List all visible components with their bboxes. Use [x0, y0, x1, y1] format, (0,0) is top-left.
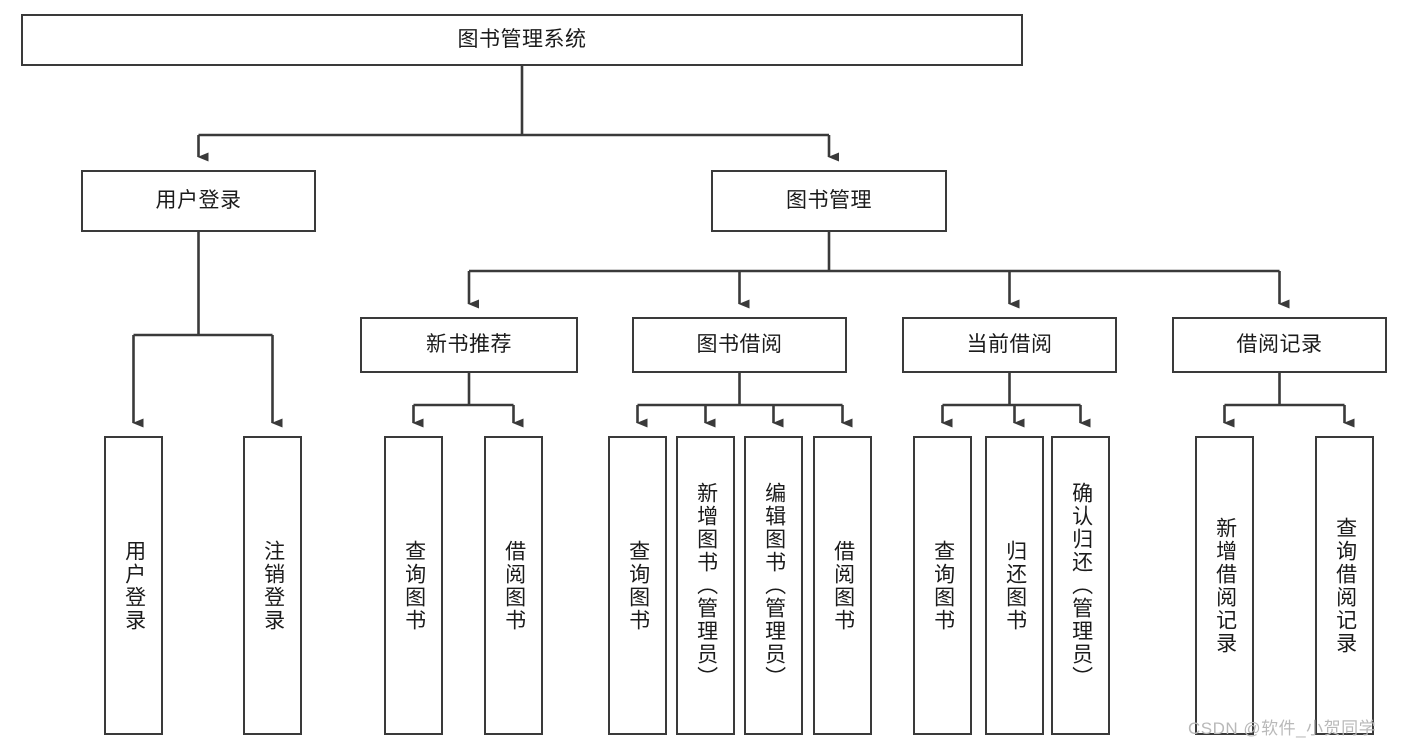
node-label: 借阅图书 [502, 539, 526, 632]
node-label: 当前借阅 [966, 332, 1053, 356]
node-label: 新书推荐 [426, 332, 512, 356]
node-leaf-edit-book-admin[interactable]: 编辑图书（管理员） [744, 436, 803, 735]
watermark-text: CSDN @软件_小贺同学 [1188, 719, 1377, 738]
node-label: 图书管理 [786, 188, 872, 212]
node-label: 用户登录 [122, 539, 146, 632]
node-label: 图书管理系统 [457, 27, 587, 51]
node-root-system[interactable]: 图书管理系统 [21, 14, 1023, 66]
node-leaf-borrow-book-2[interactable]: 借阅图书 [813, 436, 872, 735]
node-label: 查询借阅记录 [1333, 516, 1357, 655]
node-current-borrow[interactable]: 当前借阅 [902, 317, 1117, 373]
node-leaf-query-borrow-record[interactable]: 查询借阅记录 [1315, 436, 1374, 735]
node-borrow-record[interactable]: 借阅记录 [1172, 317, 1387, 373]
node-leaf-query-book-1[interactable]: 查询图书 [384, 436, 443, 735]
node-label: 确认归还（管理员） [1069, 482, 1093, 689]
node-label: 查询图书 [931, 539, 955, 632]
node-label: 归还图书 [1003, 539, 1027, 632]
node-leaf-confirm-return-admin[interactable]: 确认归还（管理员） [1051, 436, 1110, 735]
node-label: 借阅图书 [831, 539, 855, 632]
node-user-login[interactable]: 用户登录 [81, 170, 316, 232]
node-leaf-return-book[interactable]: 归还图书 [985, 436, 1044, 735]
node-book-management[interactable]: 图书管理 [711, 170, 947, 232]
node-label: 用户登录 [155, 188, 242, 212]
node-label: 借阅记录 [1236, 332, 1323, 356]
node-label: 新增借阅记录 [1213, 516, 1237, 655]
node-leaf-user-login[interactable]: 用户登录 [104, 436, 163, 735]
node-leaf-user-logout[interactable]: 注销登录 [243, 436, 302, 735]
node-new-book-recommend[interactable]: 新书推荐 [360, 317, 578, 373]
node-label: 查询图书 [402, 539, 426, 632]
node-label: 图书借阅 [696, 332, 783, 356]
node-leaf-query-book-2[interactable]: 查询图书 [608, 436, 667, 735]
node-label: 编辑图书（管理员） [762, 482, 786, 689]
node-leaf-add-book-admin[interactable]: 新增图书（管理员） [676, 436, 735, 735]
node-leaf-borrow-book-1[interactable]: 借阅图书 [484, 436, 543, 735]
node-label: 查询图书 [626, 539, 650, 632]
node-leaf-query-book-3[interactable]: 查询图书 [913, 436, 972, 735]
node-book-borrow[interactable]: 图书借阅 [632, 317, 847, 373]
node-label: 注销登录 [261, 539, 285, 632]
node-leaf-add-borrow-record[interactable]: 新增借阅记录 [1195, 436, 1254, 735]
node-label: 新增图书（管理员） [694, 482, 718, 689]
